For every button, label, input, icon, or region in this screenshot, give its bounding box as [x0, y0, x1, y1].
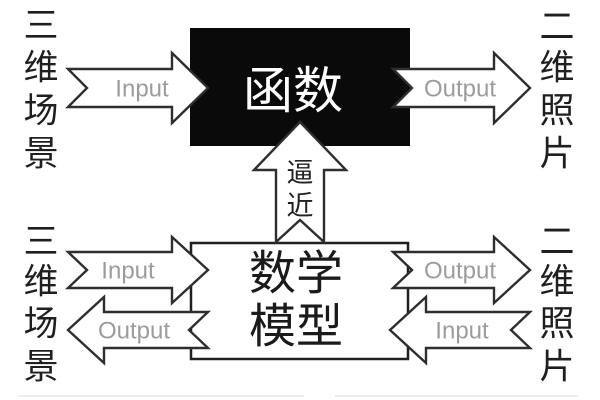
arrow-output-bottom-right [389, 234, 532, 306]
arrow-input-bottom-right [388, 294, 534, 366]
arrow-output-top-right [390, 50, 532, 126]
cjk-char: 维 [23, 49, 58, 88]
label-2d-photo-top: 二 维 照 片 [539, 8, 574, 174]
input-label-top-left: Input [115, 76, 169, 103]
cjk-char: 场 [23, 92, 58, 131]
model-box-line1: 数学 [249, 247, 343, 300]
arrow-input-top-left [65, 50, 210, 126]
cjk-char: 片 [539, 348, 574, 387]
cjk-char: 三 [23, 223, 58, 262]
arrow-approx-up [251, 120, 349, 245]
cjk-char: 二 [539, 223, 574, 262]
output-label-top-right: Output [424, 76, 496, 103]
label-3d-scene-bottom: 三 维 场 景 [23, 223, 58, 387]
label-2d-photo-bottom: 二 维 照 片 [539, 223, 574, 387]
cjk-char: 维 [539, 49, 574, 88]
arrow-input-bottom-left [64, 234, 210, 306]
cjk-char: 三 [23, 7, 58, 46]
cjk-char: 二 [539, 8, 574, 47]
approx-label-char-1: 逼 [287, 158, 314, 188]
arrow-output-bottom-left [66, 294, 212, 366]
math-model-box [189, 241, 410, 361]
input-label-bottom-left: Input [101, 258, 155, 285]
faint-bottom-line-right [335, 395, 578, 397]
input-label-bottom-right: Input [435, 318, 489, 345]
cjk-char: 景 [23, 348, 58, 387]
approx-label-char-2: 近 [287, 191, 314, 221]
label-3d-scene-top: 三 维 场 景 [23, 7, 58, 174]
output-label-bottom-right: Output [424, 258, 496, 285]
cjk-char: 景 [23, 135, 58, 174]
faint-bottom-line-left [18, 395, 304, 397]
cjk-char: 维 [539, 263, 574, 302]
cjk-char: 照 [539, 305, 574, 344]
cjk-char: 维 [23, 263, 58, 302]
model-box-line2: 模型 [249, 300, 343, 353]
cjk-char: 场 [23, 305, 58, 344]
cjk-char: 片 [539, 135, 574, 174]
output-label-bottom-left: Output [98, 318, 170, 345]
function-box-label: 函数 [243, 63, 343, 119]
cjk-char: 照 [539, 92, 574, 131]
